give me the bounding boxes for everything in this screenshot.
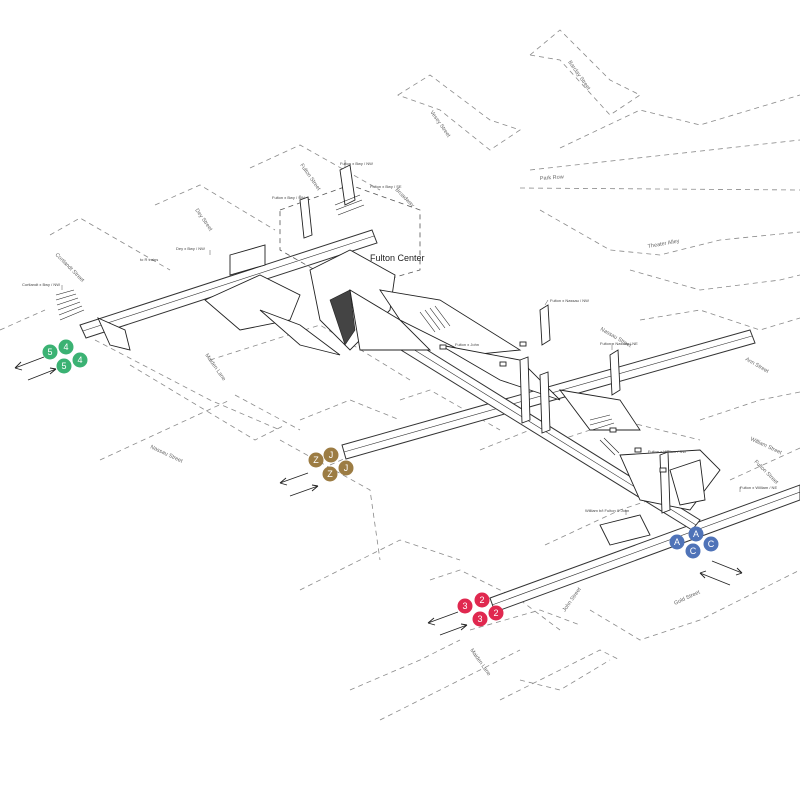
route-bullet-5 [56,358,72,374]
entrance-label: Fulton x Bwy / NW [340,161,373,166]
route-bullet-2 [474,592,490,608]
route-bullet-5 [42,344,58,360]
track-4-5-line [79,229,378,339]
route-bullet-3 [472,611,488,627]
entrance-label: Fulton x John [455,342,479,347]
street-label: Park Row [540,174,564,182]
entrance-label: Fulton x Bwy / SW [272,195,305,200]
route-bullet-2 [488,605,504,621]
entrance-label: Fulton x William / SW [648,449,686,454]
entrance-label: Fulton x Bwy / SE [370,184,402,189]
route-bullet-label: A [674,537,680,547]
station-structure [55,164,721,546]
entrance-label: Cortlandt x Bwy / NW [22,282,60,287]
street-label: John Street [562,586,583,613]
entrance-label: Fulton x William / NE [740,485,777,490]
route-bullets-a-c: A A C C [669,526,719,559]
street-label: Dey Street [193,208,213,233]
route-bullet-label: 3 [477,614,482,624]
street-label: Cortlandt Street [54,252,86,284]
entrance-label: William b/t Fulton & John [585,508,629,513]
entrance-labels: Fulton x Bwy / NW Fulton x Bwy / SE Fult… [22,161,777,513]
street-label: Nassau Street [149,444,184,464]
street-label: Gold Street [673,589,701,606]
route-bullet-a [669,534,685,550]
entrance-label: Fulton x Nassau / NE [600,341,638,346]
route-bullet-c [685,543,701,559]
street-label: Theater Alley [647,238,680,250]
station-title: Fulton Center [370,253,425,263]
route-bullet-label: 2 [493,608,498,618]
route-bullet-j [338,460,354,476]
street-label: Barclay Street [566,60,591,92]
route-bullet-4 [58,339,74,355]
route-bullet-label: 5 [47,347,52,357]
route-bullet-label: A [693,529,699,539]
route-bullet-4 [72,352,88,368]
route-bullets-4-5: 5 4 5 4 [42,339,88,374]
route-bullet-label: 4 [63,342,68,352]
route-bullet-j [323,447,339,463]
route-bullet-label: 2 [479,595,484,605]
entrance-label: to R trains [140,257,158,262]
route-bullet-label: Z [313,455,319,465]
route-bullet-3 [457,598,473,614]
route-bullet-z [308,452,324,468]
street-labels: Barclay Street Vesey Street Park Row The… [54,60,783,678]
entrance-leaders [61,160,741,515]
route-bullet-label: J [344,463,349,473]
route-bullets-j-z: Z J Z J [308,447,354,482]
route-bullet-label: 5 [61,361,66,371]
street-label: Maiden Lane [203,353,226,383]
route-bullet-c [703,536,719,552]
direction-arrows [14,356,743,636]
street-label: Maiden Lane [468,648,491,678]
route-bullet-a [688,526,704,542]
route-bullet-label: Z [327,469,333,479]
route-bullet-label: 3 [462,601,467,611]
route-bullet-label: 4 [77,355,82,365]
street-label: Fulton Street [298,163,321,193]
entrance-label: Dey x Bwy / NW [176,246,205,251]
route-bullet-label: J [329,450,334,460]
street-label: Broadway [394,187,416,209]
street-label: Ann Street [744,357,770,375]
entrance-label: Fulton x Nassau / NW [550,298,589,303]
route-bullets-2-3: 3 2 3 2 [457,592,504,627]
route-bullet-label: C [690,546,697,556]
route-bullet-label: C [708,539,715,549]
street-label: William Street [749,436,783,456]
city-blocks [0,29,800,721]
route-bullet-z [322,466,338,482]
street-label: Vesey Street [428,110,451,139]
